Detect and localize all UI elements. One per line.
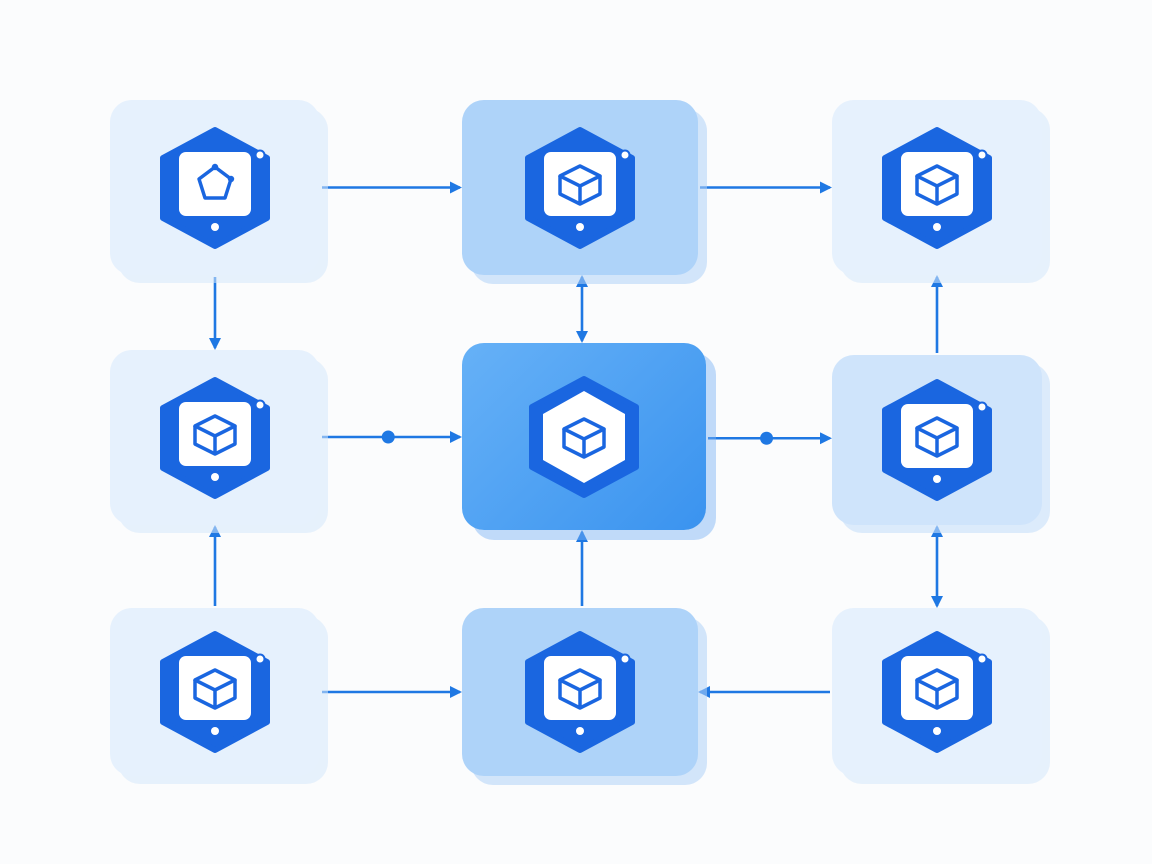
cube-icon: [558, 668, 602, 710]
cube-icon: [562, 416, 606, 459]
cube-icon: [915, 163, 959, 206]
node-middle-center[interactable]: [462, 343, 706, 530]
tablet-badge-icon: [525, 126, 635, 249]
node-bottom-center[interactable]: [462, 608, 698, 776]
node-bottom-left[interactable]: [110, 608, 320, 776]
node-top-center[interactable]: [462, 100, 698, 275]
shield-badge-icon: [160, 126, 270, 249]
shield-badge-icon: [160, 631, 270, 753]
node-top-left[interactable]: [110, 100, 320, 275]
tablet-badge-icon: [882, 379, 992, 501]
cube-icon: [915, 668, 959, 710]
cube-icon: [193, 413, 237, 456]
cube-icon: [915, 416, 959, 458]
cube-icon: [558, 163, 602, 206]
node-middle-left[interactable]: [110, 350, 320, 525]
tablet-badge-icon: [160, 376, 270, 499]
node-middle-right[interactable]: [832, 355, 1042, 525]
hexagon-badge-icon: [529, 375, 639, 498]
tablet-badge-icon: [525, 631, 635, 753]
junction-dot: [381, 430, 395, 444]
tablet-badge-icon: [882, 126, 992, 249]
node-top-right[interactable]: [832, 100, 1042, 275]
cube-icon: [193, 668, 237, 710]
pentagon-icon: [197, 163, 235, 200]
tablet-badge-icon: [882, 631, 992, 753]
junction-dot: [760, 431, 774, 445]
node-bottom-right[interactable]: [832, 608, 1042, 776]
